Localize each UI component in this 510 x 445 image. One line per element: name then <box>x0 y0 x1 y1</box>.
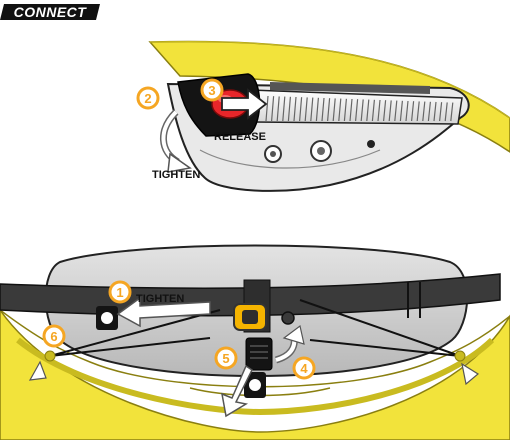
cord-left <box>49 309 221 357</box>
ratchet-tooth <box>394 100 398 122</box>
ratchet-block <box>245 337 273 371</box>
step-3-number: 3 <box>208 83 215 98</box>
step-4-badge: 4 <box>292 356 316 380</box>
ratchet-tooth <box>304 97 308 122</box>
ratchet-tooth <box>315 97 319 122</box>
ratchet-tooth <box>271 96 275 122</box>
pull-down-right-arrow-icon <box>461 362 480 386</box>
ratchet-strap <box>247 82 463 125</box>
ratchet-tooth <box>405 100 409 122</box>
step-4-number: 4 <box>300 361 308 376</box>
ratchet-tooth <box>287 96 291 122</box>
ratchet-tooth <box>427 101 431 122</box>
housing-hole <box>367 140 375 148</box>
step-5-badge: 5 <box>214 346 238 370</box>
top-tighten-label: TIGHTEN <box>152 169 200 181</box>
ratchet-tooth <box>383 100 387 122</box>
ratchet-tooth <box>439 102 443 122</box>
ratchet-tooth <box>444 102 448 122</box>
release-label: RELEASE <box>214 131 266 143</box>
strap-rivet <box>281 311 295 325</box>
ratchet-tooth <box>433 101 437 122</box>
step-1-badge: 1 <box>108 280 132 304</box>
ratchet-tooth <box>343 98 347 122</box>
ratchet-tooth <box>321 97 325 122</box>
ratchet-tooth <box>310 97 314 122</box>
ratchet-tooth <box>377 99 381 122</box>
top-diagram: 2 3 RELEASE TIGHTEN <box>136 40 510 192</box>
step-1-number: 1 <box>116 285 123 300</box>
ratchet-tooth <box>276 96 280 122</box>
step-6-number: 6 <box>50 329 57 344</box>
ratchet-tooth <box>299 97 303 122</box>
ratchet-tooth <box>355 99 359 122</box>
ratchet-tooth <box>388 100 392 122</box>
ratchet-tooth <box>293 96 297 122</box>
ratchet-tooth <box>327 98 331 122</box>
step-2-number: 2 <box>144 91 151 106</box>
release-arrow-icon <box>221 88 268 120</box>
ratchet-tooth <box>349 98 353 122</box>
bottom-tighten-label: TIGHTEN <box>136 293 184 305</box>
ratchet-tooth <box>450 102 454 122</box>
ratchet-tooth <box>360 99 364 122</box>
connect-logo: CONNECT <box>0 4 100 20</box>
logo-text: CONNECT <box>14 4 88 20</box>
pull-down-left-arrow-icon <box>28 360 47 381</box>
tighten-curve-arrow-icon <box>160 109 192 173</box>
pull-down-center-arrow-icon <box>221 364 253 418</box>
tighten-left-arrow-icon <box>116 296 211 328</box>
ratchet-tooth <box>265 95 269 122</box>
ratchet-tooth <box>416 101 420 122</box>
cord-right <box>299 299 461 357</box>
ratchet-tooth <box>371 99 375 122</box>
ratchet-tooth <box>411 101 415 122</box>
curve-up-arrow-icon <box>274 324 305 364</box>
step-6-badge: 6 <box>42 324 66 348</box>
ratchet-tooth <box>338 98 342 122</box>
ratchet-tooth <box>422 101 426 122</box>
ratchet-tooth <box>399 100 403 122</box>
ratchet-tooth <box>366 99 370 122</box>
bottom-diagram: 1 TIGHTEN 6 5 4 <box>0 244 510 441</box>
step-2-badge: 2 <box>136 86 160 110</box>
ratchet-tooth <box>282 96 286 122</box>
ratchet-tooth <box>332 98 336 122</box>
step-3-badge: 3 <box>200 78 224 102</box>
step-5-number: 5 <box>222 351 229 366</box>
